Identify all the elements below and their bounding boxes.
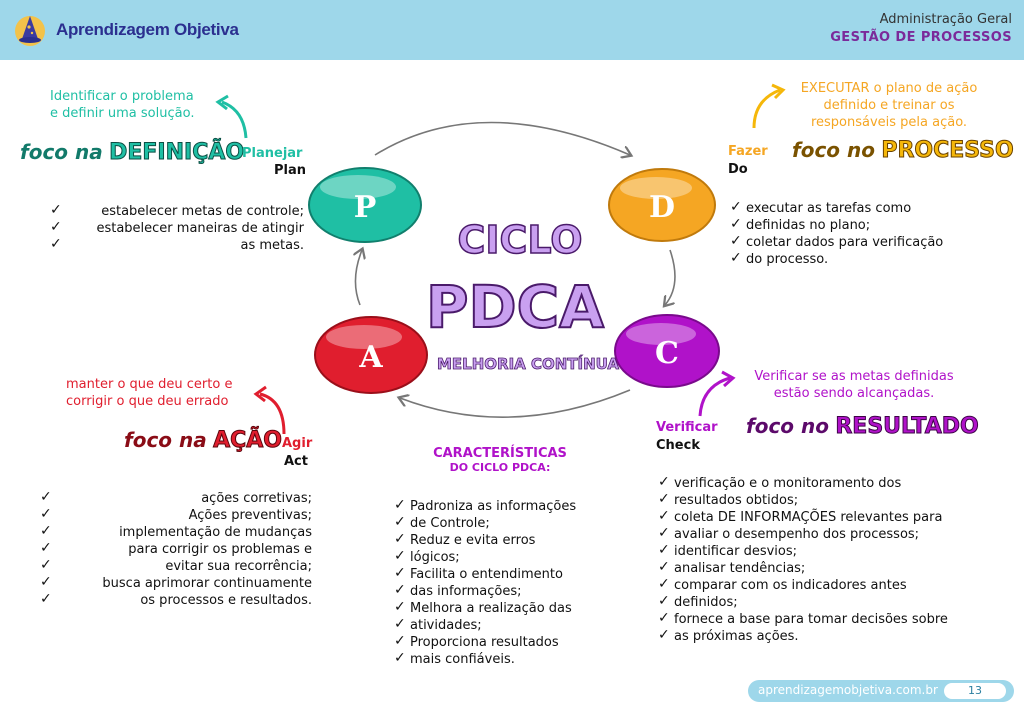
do-note-line2: definido e treinar os <box>823 98 955 113</box>
list-item: estabelecer maneiras de atingir <box>50 219 304 237</box>
caracteristicas-items: Padroniza as informações de Controle; Re… <box>394 497 614 668</box>
list-item: resultados obtidos; <box>658 491 1008 509</box>
check-pt: Verificar <box>656 420 718 435</box>
check-en: Check <box>656 438 700 453</box>
list-item: definidos; <box>658 593 1008 611</box>
caracteristicas-title: CARACTERÍSTICAS DO CICLO PDCA: <box>400 446 600 474</box>
list-item: analisar tendências; <box>658 559 1008 577</box>
plan-note-line2: e definir uma solução. <box>50 106 195 121</box>
list-item: coletar dados para verificação <box>730 233 1010 251</box>
center-title: CICLO PDCA MELHORIA CONTÍNUA <box>430 217 620 373</box>
list-item: identificar desvios; <box>658 542 1008 560</box>
check-foco-word: RESULTADO <box>835 414 979 440</box>
list-item: evitar sua recorrência; <box>40 557 312 575</box>
cycle-arrows <box>330 121 676 418</box>
do-note-arrow <box>752 83 786 129</box>
header-bar <box>0 0 1024 60</box>
plan-ball: P <box>308 167 422 243</box>
act-items: ações corretivas; Ações preventivas; imp… <box>40 489 312 609</box>
list-item: Padroniza as informações <box>394 497 614 515</box>
list-item: definidas no plano; <box>730 216 1010 234</box>
act-foco-word: AÇÃO <box>213 428 283 454</box>
list-item: Reduz e evita erros <box>394 531 614 549</box>
list-item: verificação e o monitoramento dos <box>658 474 1008 492</box>
list-item: lógicos; <box>394 548 614 566</box>
check-foco-prefix: foco no <box>746 414 829 438</box>
plan-foco-prefix: foco na <box>20 140 103 164</box>
check-note-arrow <box>698 370 736 417</box>
list-item: para corrigir os problemas e <box>40 540 312 558</box>
do-note-line3: responsáveis pela ação. <box>810 115 968 130</box>
caracteristicas-title2: DO CICLO PDCA: <box>449 461 551 474</box>
list-item: das informações; <box>394 582 614 600</box>
list-item: Proporciona resultados <box>394 633 614 651</box>
page-number: 13 <box>944 683 1006 699</box>
act-ball: A <box>314 316 428 394</box>
list-item: mais confiáveis. <box>394 650 614 668</box>
do-foco: foco no PROCESSO <box>792 138 1014 164</box>
list-item: as metas. <box>50 236 304 254</box>
plan-note-line1: Identificar o problema <box>50 89 194 104</box>
list-item: Facilita o entendimento <box>394 565 614 583</box>
topic-label: GESTÃO DE PROCESSOS <box>830 30 1012 45</box>
check-note-line1: Verificar se as metas definidas <box>754 369 954 384</box>
act-pt: Agir <box>282 436 313 451</box>
do-note: EXECUTAR o plano de ação definido e trei… <box>784 80 994 131</box>
act-note-arrow <box>253 385 286 435</box>
list-item: executar as tarefas como <box>730 199 1010 217</box>
list-item: comparar com os indicadores antes <box>658 576 1008 594</box>
plan-items: estabelecer metas de controle; estabelec… <box>50 202 304 254</box>
plan-letter: P <box>354 190 377 225</box>
act-note: manter o que deu certo e corrigir o que … <box>66 376 266 410</box>
subject-label: Administração Geral <box>879 12 1012 27</box>
do-ball: D <box>608 168 716 242</box>
check-items: verificação e o monitoramento dos result… <box>658 474 1008 645</box>
check-note-line2: estão sendo alcançadas. <box>773 386 935 401</box>
check-ball: C <box>614 314 720 388</box>
list-item: atividades; <box>394 616 614 634</box>
list-item: estabelecer metas de controle; <box>50 202 304 220</box>
plan-note: Identificar o problema e definir uma sol… <box>50 88 230 122</box>
act-foco: foco na AÇÃO <box>124 428 283 454</box>
title-ciclo: CICLO <box>457 218 582 262</box>
list-item: do processo. <box>730 250 1010 268</box>
do-items: executar as tarefas como definidas no pl… <box>730 199 1010 268</box>
do-en: Do <box>728 162 748 177</box>
title-melhoria: MELHORIA CONTÍNUA <box>437 354 619 373</box>
plan-note-arrow <box>215 94 248 139</box>
plan-foco-word: DEFINIÇÃO <box>109 140 245 166</box>
do-foco-word: PROCESSO <box>881 138 1014 164</box>
footer-site[interactable]: aprendizagemobjetiva.com.br <box>758 683 938 697</box>
list-item: Ações preventivas; <box>40 506 312 524</box>
plan-en: Plan <box>274 163 307 178</box>
act-note-line1: manter o que deu certo e <box>66 377 233 392</box>
do-pt: Fazer <box>728 144 768 159</box>
plan-foco: foco na DEFINIÇÃO <box>20 140 245 166</box>
list-item: as próximas ações. <box>658 627 1008 645</box>
plan-pt: Planejar <box>242 146 303 161</box>
list-item: de Controle; <box>394 514 614 532</box>
check-foco: foco no RESULTADO <box>746 414 979 440</box>
check-note: Verificar se as metas definidas estão se… <box>734 368 974 402</box>
title-pdca: PDCA <box>430 273 604 341</box>
do-letter: D <box>649 190 675 225</box>
act-en: Act <box>284 454 308 469</box>
wizard-hat-icon <box>15 16 45 46</box>
list-item: ações corretivas; <box>40 489 312 507</box>
list-item: implementação de mudanças <box>40 523 312 541</box>
act-note-line2: corrigir o que deu errado <box>66 394 229 409</box>
brand-name: Aprendizagem Objetiva <box>56 20 239 39</box>
do-foco-prefix: foco no <box>792 138 875 162</box>
list-item: fornece a base para tomar decisões sobre <box>658 610 1008 628</box>
list-item: coleta DE INFORMAÇÕES relevantes para <box>658 508 1008 526</box>
list-item: avaliar o desempenho dos processos; <box>658 525 1008 543</box>
caracteristicas-title1: CARACTERÍSTICAS <box>433 446 567 461</box>
list-item: Melhora a realização das <box>394 599 614 617</box>
check-letter: C <box>655 336 679 371</box>
do-note-line1: EXECUTAR o plano de ação <box>800 81 978 96</box>
list-item: os processos e resultados. <box>40 591 312 609</box>
act-letter: A <box>358 340 383 375</box>
act-foco-prefix: foco na <box>124 428 207 452</box>
list-item: busca aprimorar continuamente <box>40 574 312 592</box>
